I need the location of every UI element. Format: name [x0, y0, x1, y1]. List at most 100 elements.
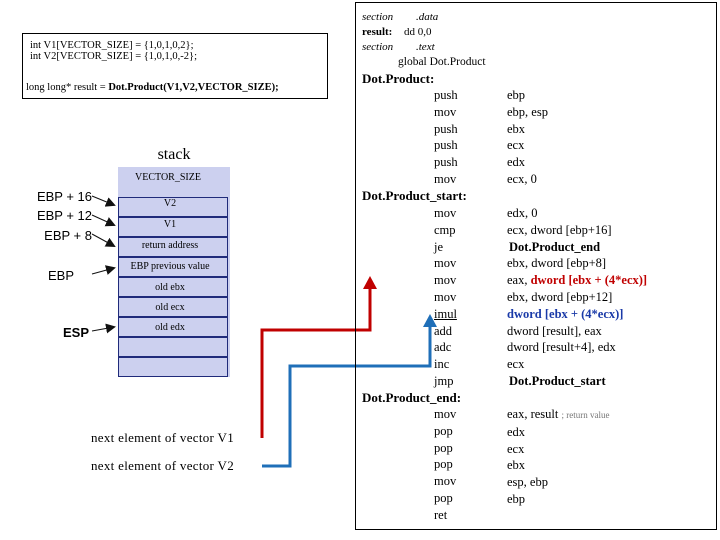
asm-block2-ops: mov cmp je mov mov mov imul add adc inc …	[434, 205, 457, 390]
asm-op: mov	[434, 104, 457, 119]
stack-cell-old-ecx: old ecx	[155, 302, 185, 313]
asm-op: mov	[434, 289, 457, 304]
arrow-ebp16	[91, 195, 116, 207]
asm-arg: ecx	[507, 138, 525, 153]
asm-arg: ebp	[507, 88, 526, 102]
asm-arg: edx	[507, 155, 526, 170]
asm-block1-args: ebp ebp, esp ebx ecx edx ecx, 0	[507, 87, 548, 188]
asm-arg-red: dword [ebx + (4*ecx)]	[530, 273, 648, 288]
asm-op: je	[434, 239, 444, 254]
asm-label-dot-product-end: Dot.Product_end:	[362, 390, 462, 405]
note-next-v2: next element of vector V2	[91, 458, 234, 473]
c-code-box: int V1[VECTOR_SIZE] = {1,0,1,0,2}; int V…	[22, 33, 328, 99]
asm-block3-args: eax, result ; return value edx ecx ebx e…	[507, 406, 609, 525]
code-line-result-prefix: long long* result =	[26, 82, 109, 93]
asm-arg-jump-start: Dot.Product_start	[509, 373, 606, 388]
asm-arg: ebx, dword [ebp+8]	[507, 256, 607, 271]
asm-block1-ops: push mov push push push mov	[434, 87, 458, 188]
label-ebp-plus-12: EBP + 12	[36, 208, 92, 223]
asm-header-result-label: result:	[362, 26, 393, 38]
stack-cell-vector-size: VECTOR_SIZE	[135, 172, 201, 183]
asm-arg-plain: eax,	[507, 273, 531, 288]
asm-comment-return-value: ; return value	[561, 410, 610, 420]
asm-arg: ecx	[507, 357, 525, 372]
asm-arg: ecx, dword [ebp+16]	[507, 222, 612, 237]
asm-arg: ebx	[507, 121, 526, 136]
asm-op: jmp	[434, 373, 454, 388]
asm-op: mov	[434, 407, 457, 421]
asm-header-section-data: section	[362, 11, 394, 23]
red-connector	[260, 285, 372, 438]
stack-cell-return-address: return address	[141, 240, 199, 251]
asm-op: mov	[434, 474, 457, 489]
red-arrowhead	[363, 276, 377, 289]
assembly-box: section .data result: dd 0,0 section .te…	[355, 2, 717, 530]
asm-arg-v1-element: eax, dword [ebx + (4*ecx)]	[507, 272, 647, 289]
asm-label-dot-product-start: Dot.Product_start:	[362, 188, 467, 203]
label-ebp: EBP	[47, 268, 74, 283]
asm-op: mov	[434, 256, 457, 271]
asm-arg: ebx	[507, 458, 526, 473]
asm-op: adc	[434, 340, 452, 355]
asm-arg: edx	[507, 424, 526, 439]
stack-cell-v2: V2	[163, 198, 177, 209]
asm-arg	[507, 508, 609, 525]
asm-op: mov	[434, 171, 457, 186]
asm-op: cmp	[434, 222, 456, 237]
asm-arg: ecx	[507, 441, 525, 456]
asm-header-text: .text	[416, 41, 435, 53]
stack-diagram	[118, 167, 230, 377]
code-line-v2: int V2[VECTOR_SIZE] = {1,0,1,0,-2};	[30, 51, 197, 62]
code-line-v1: int V1[VECTOR_SIZE] = {1,0,1,0,2};	[30, 40, 194, 51]
arrow-ebp	[91, 265, 116, 275]
stack-cell-ebp-previous: EBP previous value	[130, 261, 210, 272]
asm-arg: ebx, dword [ebp+12]	[507, 289, 613, 304]
label-ebp-plus-8: EBP + 8	[44, 228, 92, 243]
asm-arg: ebp, esp	[507, 104, 548, 119]
asm-op: add	[434, 323, 453, 338]
stack-cell-old-ebx: old ebx	[155, 282, 185, 293]
asm-op: pop	[434, 490, 453, 505]
asm-op: pop	[434, 440, 453, 455]
asm-header-global: global Dot.Product	[398, 56, 486, 68]
asm-arg: edx, 0	[507, 206, 538, 220]
stack-title: stack	[157, 146, 191, 163]
asm-op: ret	[434, 507, 448, 522]
blue-arrowhead	[423, 314, 437, 327]
asm-op-imul: imul	[434, 306, 457, 321]
asm-op: push	[434, 121, 458, 136]
asm-block2-args: edx, 0 ecx, dword [ebp+16] Dot.Product_e…	[507, 205, 647, 390]
asm-op: inc	[434, 357, 450, 372]
asm-header-section-text: section	[362, 41, 394, 53]
asm-arg: dword [result], eax	[507, 323, 602, 338]
asm-op: pop	[434, 423, 453, 438]
blue-connector	[262, 323, 432, 468]
stack-cell-old-edx: old edx	[155, 322, 185, 333]
asm-op: push	[434, 155, 458, 170]
label-esp: ESP	[62, 325, 89, 340]
asm-arg-v2-element: dword [ebx + (4*ecx)]	[507, 306, 624, 321]
asm-op: push	[434, 88, 458, 102]
code-line-result: long long* result = Dot.Product(V1,V2,VE…	[26, 82, 279, 93]
asm-arg: ebp	[507, 491, 526, 506]
asm-arg: dword [result+4], edx	[507, 340, 616, 355]
asm-op: pop	[434, 457, 453, 472]
arrow-ebp8	[91, 233, 116, 247]
asm-op: mov	[434, 206, 457, 220]
asm-arg: esp, ebp	[507, 475, 548, 490]
arrow-ebp12	[91, 214, 116, 227]
asm-op: push	[434, 138, 458, 153]
asm-header-data: .data	[416, 11, 439, 23]
label-ebp-plus-16: EBP + 16	[36, 189, 92, 204]
asm-header-result-value: dd 0,0	[404, 26, 432, 38]
asm-arg: ecx, 0	[507, 171, 537, 186]
stack-cell-v1: V1	[163, 219, 177, 230]
asm-label-dot-product: Dot.Product:	[362, 71, 435, 86]
asm-block3-ops: mov pop pop pop mov pop ret	[434, 406, 456, 524]
asm-arg-jump-end: Dot.Product_end	[509, 239, 601, 254]
asm-op: mov	[434, 273, 457, 288]
code-line-result-call: Dot.Product(V1,V2,VECTOR_SIZE);	[108, 82, 279, 93]
asm-arg: eax, result	[507, 407, 559, 421]
asm-arg-return: eax, result ; return value	[507, 406, 609, 424]
